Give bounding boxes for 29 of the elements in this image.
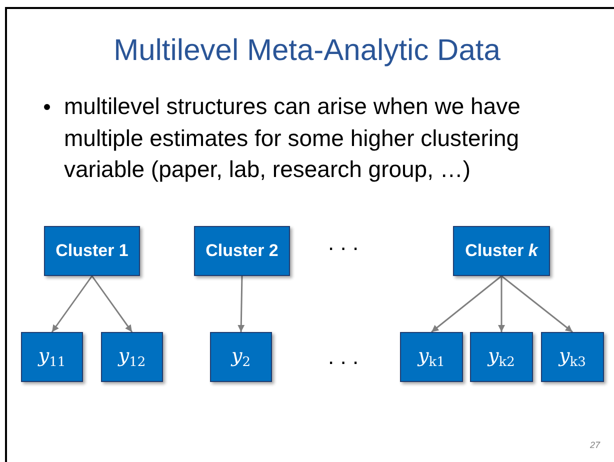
estimate-label: y$_{11}$ [38, 344, 66, 370]
estimate-box [101, 332, 163, 382]
page-number: 27 [590, 440, 600, 450]
estimate-label: y$_{k1}$ [418, 344, 445, 370]
cluster-box [194, 226, 290, 276]
cluster-label: Cluster 2 [206, 241, 278, 261]
estimate-label: y$_{2}$ [231, 344, 250, 370]
ellipsis: . . . [328, 230, 359, 256]
estimate-label: y$_{k3}$ [559, 344, 586, 370]
estimate-box [400, 332, 463, 382]
cluster-label: Cluster 1 [56, 241, 128, 261]
arrow [91, 276, 133, 332]
cluster-box [44, 226, 140, 276]
estimate-label: y$_{k2}$ [488, 344, 515, 370]
estimate-box [541, 332, 604, 382]
arrow [431, 275, 502, 333]
slide-title: Multilevel Meta-Analytic Data [112, 33, 502, 69]
bullet-text: multilevel structures can arise when we have multiple estimates for some higher clustering variable (paper, lab, research group, …) [64, 92, 522, 184]
estimate-box [470, 332, 533, 382]
cluster-label: Cluster k [465, 241, 538, 261]
estimate-label: y$_{12}$ [118, 344, 146, 370]
arrow [501, 275, 573, 333]
ellipsis: . . . [328, 344, 359, 370]
estimate-box [210, 332, 272, 382]
cluster-box [453, 226, 550, 276]
arrow [498, 276, 505, 332]
arrow [238, 276, 245, 332]
estimate-box [21, 332, 83, 382]
arrow [51, 276, 93, 332]
